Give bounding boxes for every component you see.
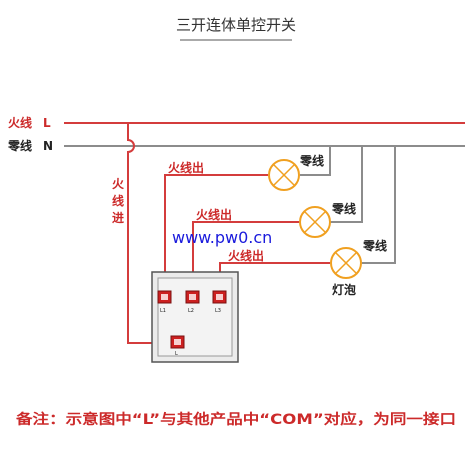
neutral-main-label: 零线 xyxy=(7,138,32,153)
neutral-label-1: 零线 xyxy=(299,153,324,168)
terminal-label-l1: L1 xyxy=(160,308,166,314)
watermark-text: www.pw0.cn xyxy=(172,228,272,247)
terminal-label-l3: L3 xyxy=(215,308,221,314)
live-out-label-1: 火线出 xyxy=(168,160,204,175)
terminal-label-common: L xyxy=(175,351,178,357)
live-main-label: 火线 xyxy=(8,115,32,130)
live-in-char-1: 火 xyxy=(112,177,125,191)
bulb-icon-2 xyxy=(299,206,331,238)
live-out-label-2: 火线出 xyxy=(196,207,232,222)
bulb-label: 灯泡 xyxy=(332,282,356,297)
terminal-label-l2: L2 xyxy=(188,308,194,314)
bulb-icon-1 xyxy=(268,159,300,191)
neutral-label-3: 零线 xyxy=(362,238,387,253)
diagram-title: 三开连体单控开关 xyxy=(176,16,296,34)
terminal-l3 xyxy=(212,290,227,304)
live-in-char-3: 进 xyxy=(112,210,124,225)
live-main-letter: L xyxy=(43,116,51,130)
bulb-icon-3 xyxy=(330,247,362,279)
terminal-common xyxy=(170,335,185,349)
neutral-wire-1 xyxy=(300,146,331,176)
neutral-wire-2 xyxy=(330,146,363,223)
live-out-wire-1 xyxy=(164,174,268,295)
neutral-wire-3 xyxy=(362,146,396,264)
live-out-wire-2 xyxy=(192,221,300,295)
switch-box xyxy=(151,271,239,363)
live-in-wire xyxy=(127,123,178,344)
terminal-l1 xyxy=(157,290,172,304)
terminal-l2 xyxy=(185,290,200,304)
neutral-main-letter: N xyxy=(43,139,53,153)
live-out-label-3: 火线出 xyxy=(228,248,264,263)
neutral-label-2: 零线 xyxy=(331,201,356,216)
footnote: 备注：示意图中“L”与其他产品中“COM”对应，为同一接口 xyxy=(15,411,456,428)
live-in-char-2: 线 xyxy=(112,193,124,208)
